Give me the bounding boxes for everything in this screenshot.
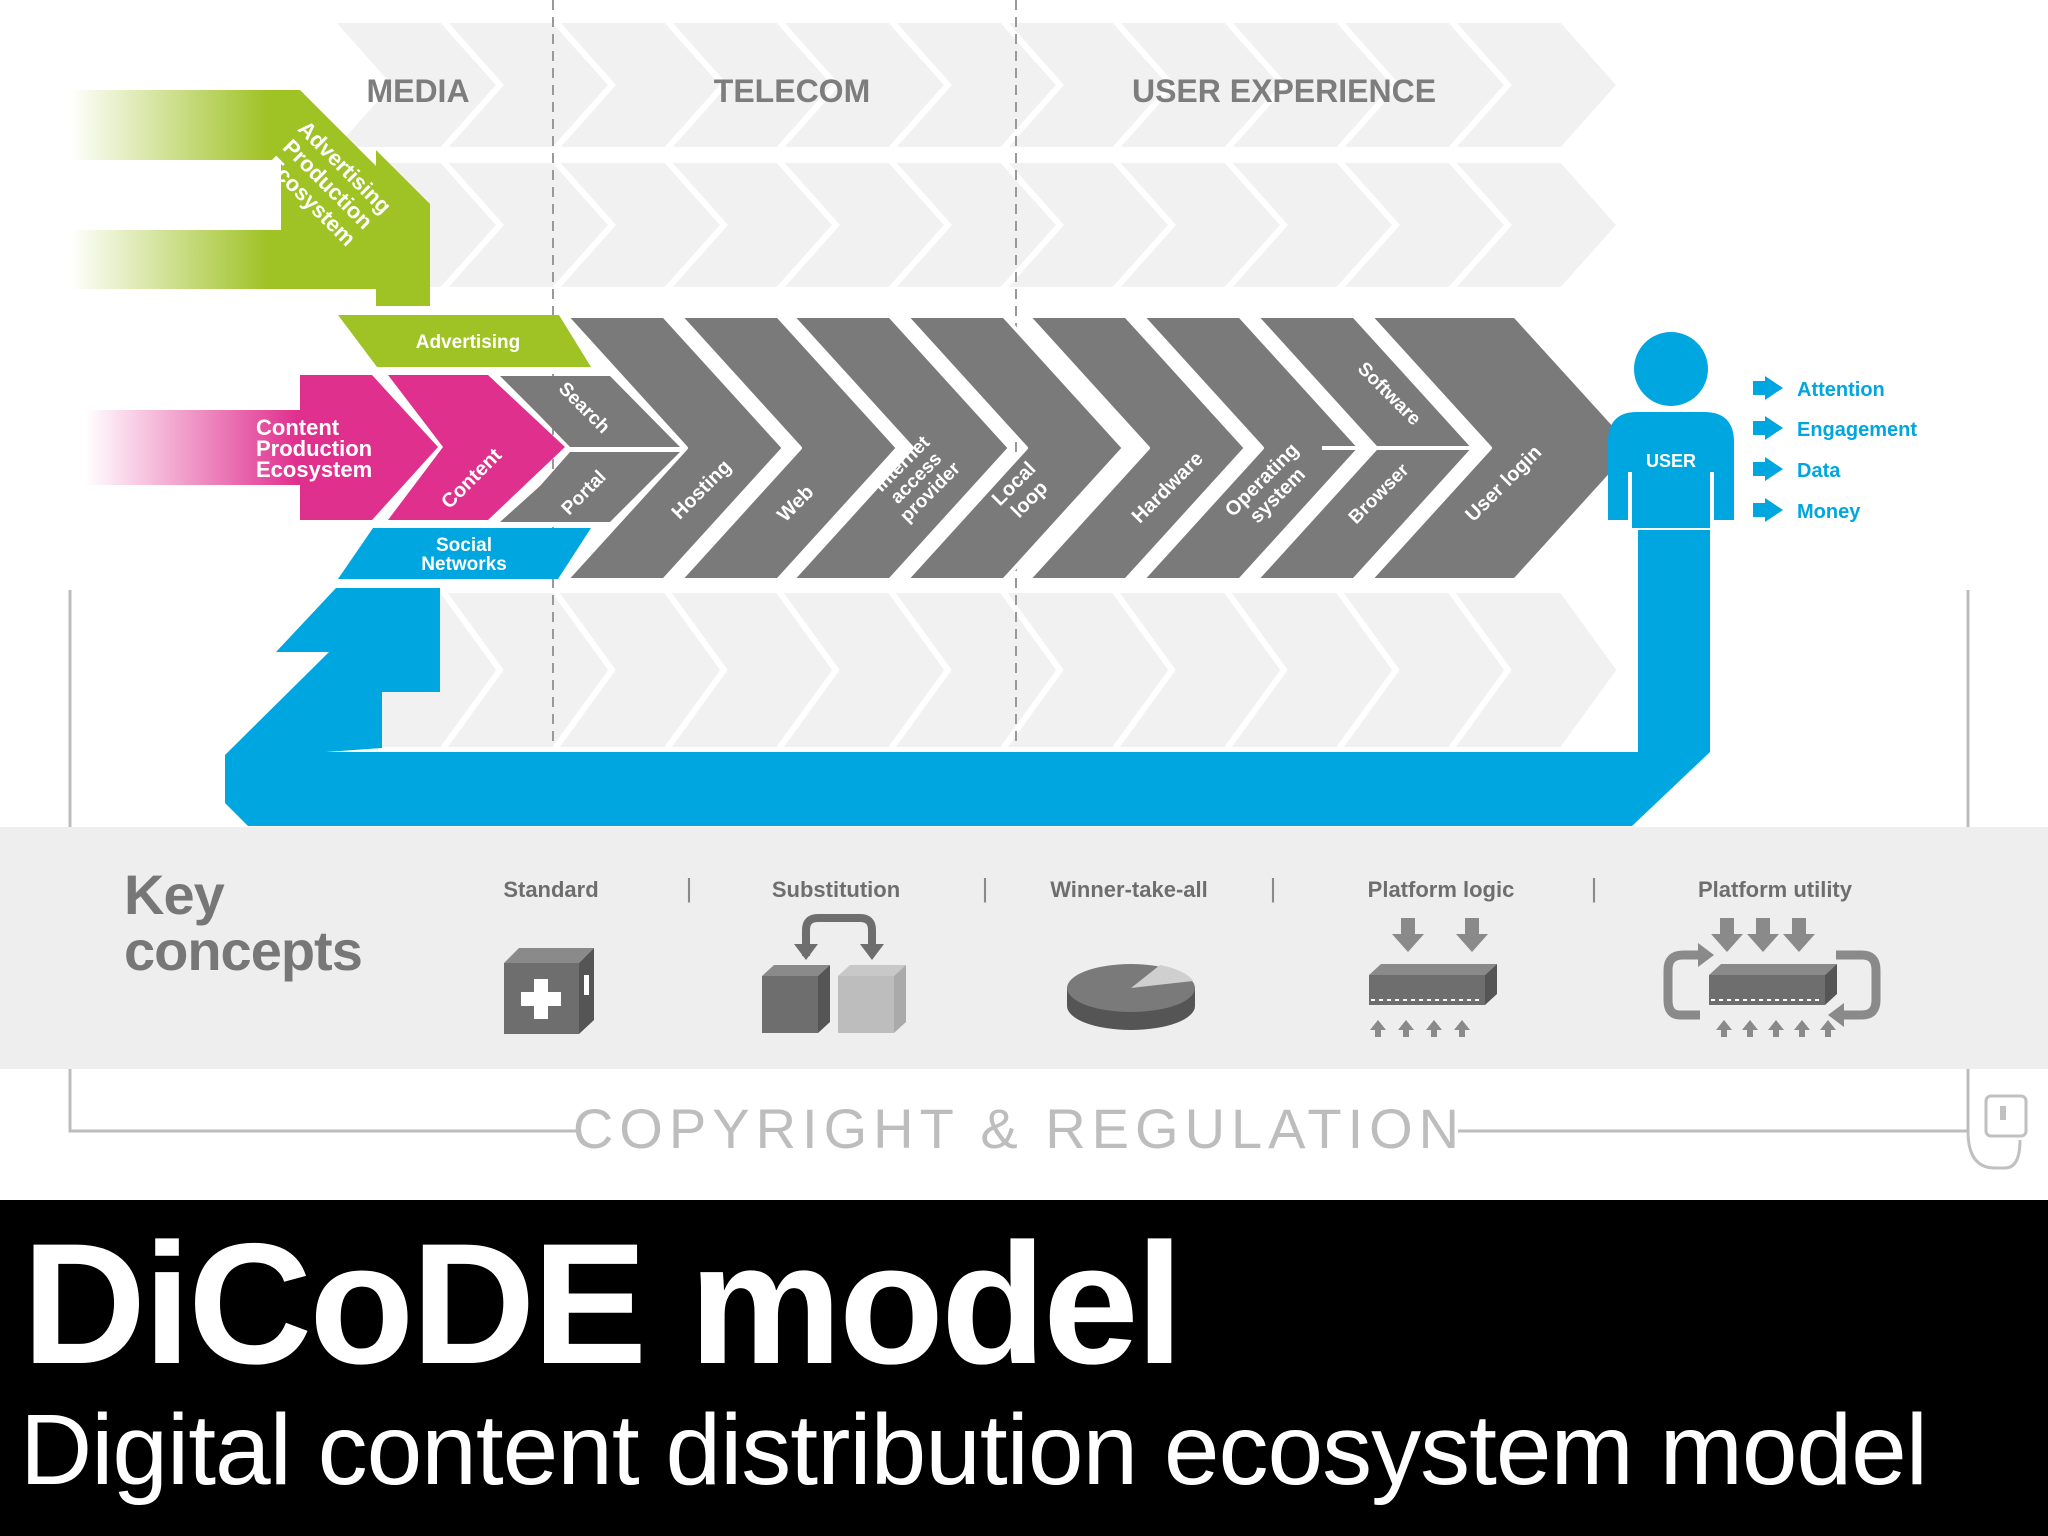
key-concepts-title-line2: concepts xyxy=(124,919,362,982)
slide-title: DiCoDE model xyxy=(22,1208,1184,1400)
header-user-experience: USER EXPERIENCE xyxy=(1132,73,1436,109)
output-attention: Attention xyxy=(1797,379,1885,401)
platform-utility-icon xyxy=(1663,918,1881,1037)
dicode-diagram: MEDIA TELECOM USER EXPERIENCE COPYRIGHT … xyxy=(0,0,2048,1170)
output-data: Data xyxy=(1797,460,1841,482)
value-chain xyxy=(564,314,1637,582)
social-networks-box xyxy=(338,528,591,579)
key-concepts-title-line1: Key xyxy=(124,863,225,926)
svg-text:Production: Production xyxy=(256,436,372,461)
header-media: MEDIA xyxy=(366,73,469,109)
concept-separator: | xyxy=(982,873,989,903)
output-arrow-icon xyxy=(1753,376,1783,400)
user-outputs: Attention Engagement Data Money xyxy=(1753,376,1917,523)
svg-text:Content: Content xyxy=(256,415,340,440)
portal-box xyxy=(500,452,680,522)
user-label: USER xyxy=(1646,451,1696,471)
content-box xyxy=(388,375,565,520)
copyright-regulation-label: COPYRIGHT & REGULATION xyxy=(573,1097,1465,1160)
value-chain-chevron xyxy=(1140,314,1362,582)
value-chain-chevron xyxy=(790,314,1012,582)
advertising-box xyxy=(338,315,591,367)
platform-logic-icon xyxy=(1369,918,1497,1037)
output-arrow-icon xyxy=(1753,457,1783,481)
concept-label-standard: Standard xyxy=(503,877,598,902)
background-chevron xyxy=(1444,587,1624,753)
value-chain-chevron xyxy=(904,314,1126,582)
background-chevron xyxy=(1443,157,1625,293)
svg-text:Ecosystem: Ecosystem xyxy=(256,457,372,482)
concept-separator: | xyxy=(686,873,693,903)
standard-box-icon xyxy=(504,948,594,1034)
value-chain-chevron xyxy=(1026,314,1248,582)
power-plug-icon xyxy=(1966,1094,2028,1170)
concept-separator: | xyxy=(1591,873,1598,903)
background-chevrons xyxy=(323,17,1625,753)
content-ecosystem-arrow xyxy=(85,375,438,520)
social-networks-label-line1: Social xyxy=(436,535,492,556)
value-chain-chevron xyxy=(678,314,900,582)
advertising-label: Advertising xyxy=(416,332,521,353)
title-band xyxy=(0,1200,2048,1536)
substitution-cubes-icon xyxy=(762,914,906,1033)
search-box xyxy=(500,376,680,447)
feedback-loop-arrow xyxy=(225,530,1710,826)
output-engagement: Engagement xyxy=(1797,419,1917,441)
content-ecosystem-label: Content Production Ecosystem xyxy=(256,415,372,482)
concept-label-platform-utility: Platform utility xyxy=(1698,877,1853,902)
output-money: Money xyxy=(1797,501,1861,523)
advertising-ecosystem-arrow xyxy=(70,90,430,306)
background-chevron xyxy=(1443,17,1625,153)
output-arrow-icon xyxy=(1753,498,1783,522)
concept-label-substitution: Substitution xyxy=(772,877,900,902)
slide-subtitle: Digital content distribution ecosystem m… xyxy=(20,1394,1928,1506)
concept-label-winner-take-all: Winner-take-all xyxy=(1050,877,1208,902)
key-concepts-band xyxy=(0,827,2048,1069)
winner-take-all-pie-icon xyxy=(1067,964,1195,1030)
output-arrow-icon xyxy=(1753,416,1783,440)
user-person-icon xyxy=(1608,332,1734,528)
regulation-frame-left xyxy=(68,590,580,1133)
chain-boundary xyxy=(564,314,689,582)
concept-label-platform-logic: Platform logic xyxy=(1368,877,1515,902)
social-networks-label-line2: Networks xyxy=(421,554,507,575)
header-telecom: TELECOM xyxy=(714,73,870,109)
value-chain-chevron xyxy=(564,314,786,582)
concept-separator: | xyxy=(1270,873,1277,903)
value-chain-chevron xyxy=(1368,314,1637,582)
